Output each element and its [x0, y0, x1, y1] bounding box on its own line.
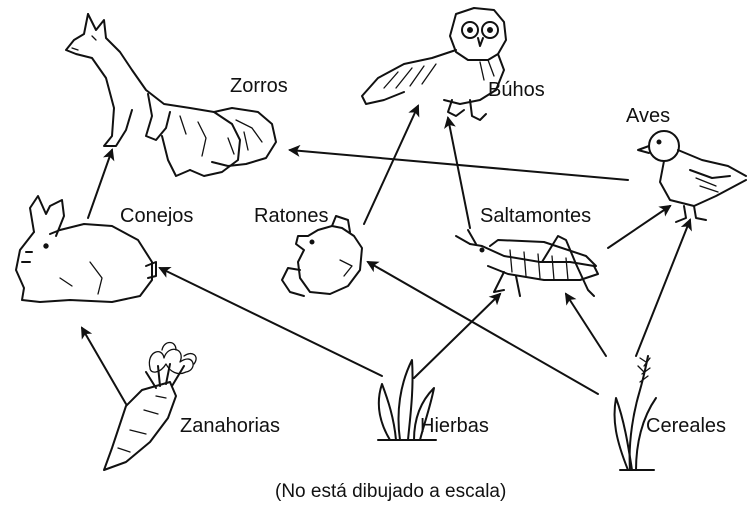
fox-illustration: [65, 13, 277, 177]
grass-illustration: [377, 359, 437, 441]
arrow-aves-to-zorros: [288, 144, 629, 181]
rabbit-illustration: [15, 195, 157, 303]
bird-illustration: [637, 130, 747, 223]
arrow-ratones-to-buhos: [363, 104, 420, 225]
arrow-zanahorias-to-conejos: [80, 326, 127, 405]
arrow-saltamontes-to-aves: [607, 204, 672, 249]
label-buhos: Búhos: [488, 79, 545, 101]
label-conejos: Conejos: [120, 205, 194, 227]
arrow-conejos-to-zorros: [87, 148, 115, 219]
scale-caption: (No está dibujado a escala): [275, 481, 507, 502]
label-saltamontes: Saltamontes: [480, 205, 592, 227]
label-zanahorias: Zanahorias: [180, 415, 281, 437]
arrow-cereales-to-aves: [635, 218, 692, 357]
owl-illustration: [361, 7, 507, 121]
label-zorros: Zorros: [230, 75, 288, 97]
grasshopper-illustration: [455, 229, 599, 297]
arrow-cereales-to-saltamontes: [564, 292, 607, 357]
arrow-saltamontes-to-buhos: [444, 116, 471, 229]
arrow-hierbas-to-conejos: [158, 266, 383, 377]
food-web-arrows: [80, 104, 692, 405]
arrow-cereales-to-ratones: [366, 261, 599, 395]
label-hierbas: Hierbas: [420, 415, 489, 437]
mouse-illustration: [281, 215, 363, 297]
label-ratones: Ratones: [254, 205, 329, 227]
cereal-illustration: [613, 355, 657, 471]
carrot-illustration: [103, 341, 197, 471]
label-aves: Aves: [626, 105, 671, 127]
label-cereales: Cereales: [646, 415, 727, 437]
arrow-hierbas-to-saltamontes: [413, 292, 502, 379]
